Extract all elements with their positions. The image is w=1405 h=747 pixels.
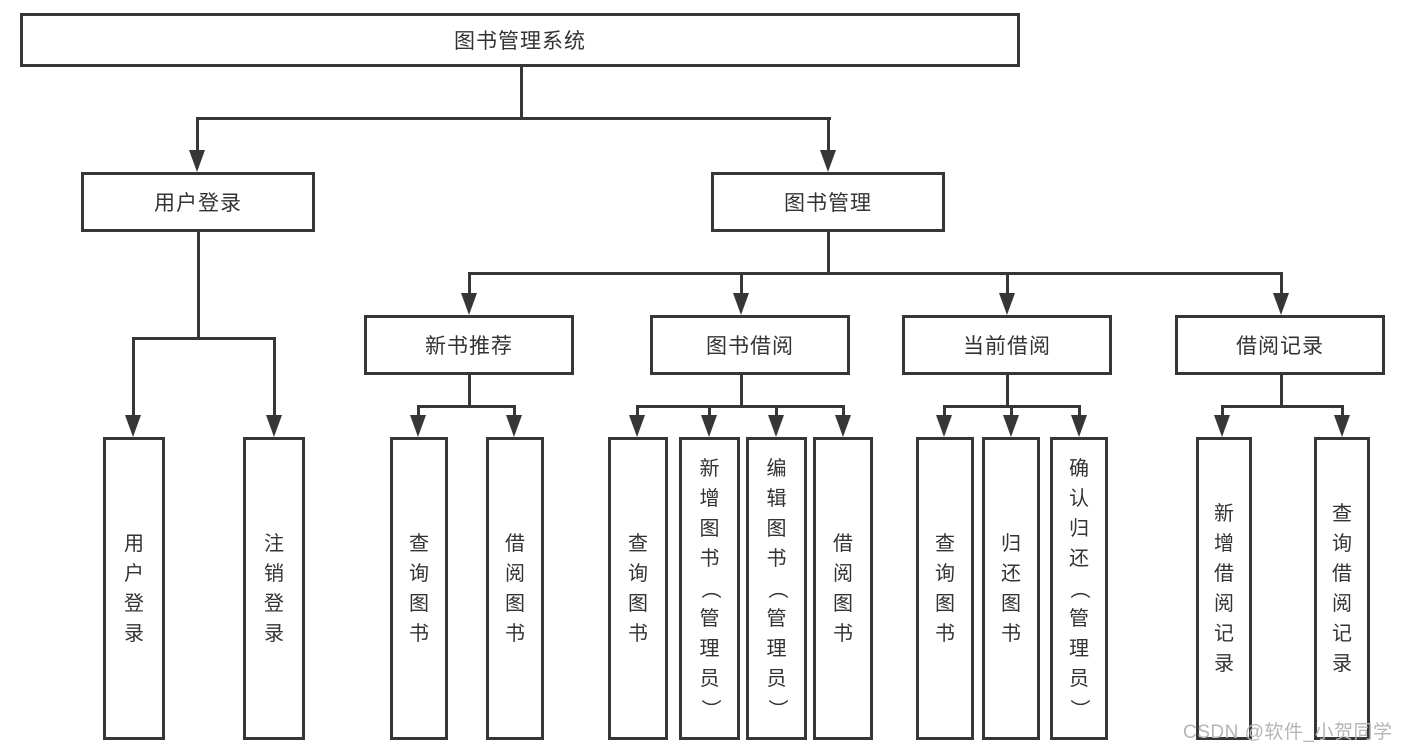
node-book-management: 图书管理: [711, 172, 945, 232]
connector-line: [197, 232, 200, 337]
leaf-logout: 注销登录: [243, 437, 305, 740]
connector-line: [842, 405, 845, 415]
connector-arrow: [125, 415, 141, 437]
leaf-add-books-admin: 新增图书（管理员）: [679, 437, 740, 740]
leaf-borrow-books: 借阅图书: [813, 437, 873, 740]
connector-line: [827, 117, 830, 150]
connector-line: [520, 67, 523, 117]
connector-line: [1006, 375, 1009, 405]
leaf-query-books-recommend: 查询图书: [390, 437, 448, 740]
connector-arrow: [999, 293, 1015, 315]
connector-arrow: [629, 415, 645, 437]
node-label: 当前借阅: [963, 335, 1051, 358]
leaf-user-login: 用户登录: [103, 437, 165, 740]
connector-arrow: [701, 415, 717, 437]
connector-line: [132, 337, 276, 340]
connector-line: [273, 337, 276, 415]
watermark: CSDN @软件_小贺同学: [1183, 722, 1393, 743]
connector-line: [513, 405, 516, 415]
connector-arrow: [835, 415, 851, 437]
connector-line: [636, 405, 639, 415]
connector-line: [1221, 405, 1224, 415]
node-library-management-system: 图书管理系统: [20, 13, 1020, 67]
connector-line: [1341, 405, 1344, 415]
node-label: 新书推荐: [425, 335, 513, 358]
connector-arrow: [936, 415, 952, 437]
leaf-return-books: 归还图书: [982, 437, 1040, 740]
node-borrowing-records: 借阅记录: [1175, 315, 1385, 375]
node-label: 图书借阅: [706, 335, 794, 358]
connector-line: [708, 405, 711, 415]
node-label: 图书管理系统: [454, 30, 586, 53]
leaf-confirm-return-admin: 确认归还（管理员）: [1050, 437, 1108, 740]
connector-arrow: [189, 150, 205, 172]
connector-line: [468, 272, 471, 293]
node-user-login: 用户登录: [81, 172, 315, 232]
node-current-borrowing: 当前借阅: [902, 315, 1112, 375]
connector-line: [740, 375, 743, 405]
connector-arrow: [768, 415, 784, 437]
node-book-borrowing: 图书借阅: [650, 315, 850, 375]
connector-line: [1006, 272, 1009, 293]
connector-line: [1280, 272, 1283, 293]
connector-arrow: [733, 293, 749, 315]
connector-line: [1221, 405, 1344, 408]
connector-arrow: [461, 293, 477, 315]
leaf-add-borrow-record: 新增借阅记录: [1196, 437, 1252, 740]
connector-line: [1010, 405, 1013, 415]
node-label: 图书管理: [784, 192, 872, 215]
connector-line: [196, 117, 831, 120]
leaf-query-books-current: 查询图书: [916, 437, 974, 740]
connector-line: [417, 405, 420, 415]
connector-arrow: [1273, 293, 1289, 315]
connector-arrow: [266, 415, 282, 437]
connector-line: [1280, 375, 1283, 405]
connector-line: [468, 375, 471, 405]
node-label: 用户登录: [154, 192, 242, 215]
leaf-borrow-books-recommend: 借阅图书: [486, 437, 544, 740]
connector-arrow: [506, 415, 522, 437]
leaf-query-books-borrowing: 查询图书: [608, 437, 668, 740]
connector-line: [943, 405, 946, 415]
connector-arrow: [1071, 415, 1087, 437]
connector-line: [636, 405, 845, 408]
connector-line: [775, 405, 778, 415]
connector-arrow: [1214, 415, 1230, 437]
leaf-edit-books-admin: 编辑图书（管理员）: [746, 437, 807, 740]
connector-arrow: [410, 415, 426, 437]
connector-line: [132, 337, 135, 415]
node-label: 借阅记录: [1236, 335, 1324, 358]
connector-line: [827, 232, 830, 272]
node-new-book-recommendation: 新书推荐: [364, 315, 574, 375]
connector-line: [417, 405, 516, 408]
connector-line: [1078, 405, 1081, 415]
connector-line: [468, 272, 1283, 275]
leaf-query-borrow-record: 查询借阅记录: [1314, 437, 1370, 740]
connector-arrow: [820, 150, 836, 172]
connector-line: [196, 117, 199, 150]
connector-arrow: [1334, 415, 1350, 437]
connector-arrow: [1003, 415, 1019, 437]
connector-line: [740, 272, 743, 293]
